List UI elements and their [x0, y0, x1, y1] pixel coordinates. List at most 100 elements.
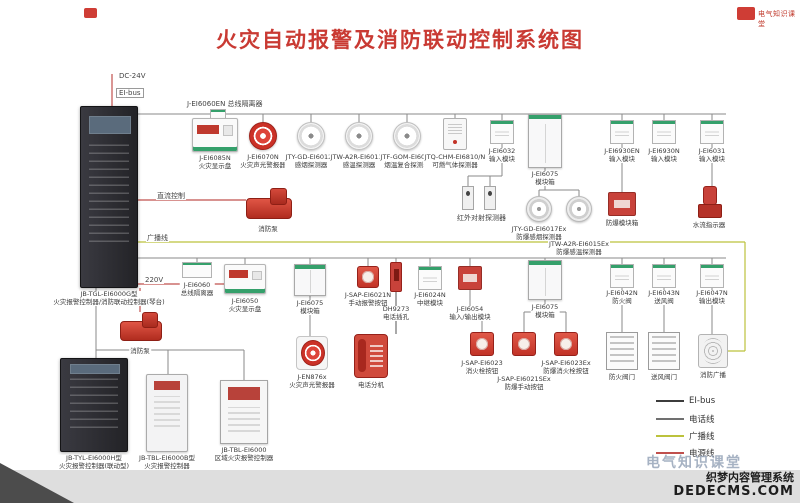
relay-module: [418, 266, 442, 290]
ir-beam-detector-1: [462, 186, 474, 210]
line-label: 220V: [144, 276, 165, 284]
module-box-1: [528, 114, 562, 168]
ex-heat-detector: [566, 196, 592, 222]
legend-line-swatch: [656, 452, 684, 454]
legend-item-4: 电源线: [656, 447, 715, 459]
main-control-cabinet-label: JB-TGL-EI6000G型火灾报警控制器/消防联动控制器(琴台): [52, 290, 166, 306]
linkage-control-cabinet: [60, 358, 128, 452]
linkage-control-cabinet-label: JB-TYL-EI6000H型火灾报警控制器(联动型): [57, 454, 131, 470]
regional-controller: [220, 380, 268, 444]
broadcast-speaker-label: 消防广播: [699, 371, 727, 380]
broadcast-speaker: [698, 334, 728, 368]
fire-pump-2-label: 消防泵: [129, 347, 151, 356]
input-module-2: [610, 120, 634, 144]
air-supply-damper-label: 送风阀门: [650, 373, 678, 382]
sounder-strobe-1: [249, 122, 277, 150]
io-module: [458, 266, 482, 290]
ir-beam-detector-2: [484, 186, 496, 210]
legend-item-3: 广播线: [656, 430, 715, 442]
legend-line-swatch: [656, 400, 684, 402]
legend-line-swatch: [656, 418, 684, 420]
water-flow-indicator-label: 水流指示器: [691, 221, 727, 230]
module-box-2: [294, 264, 326, 296]
bottom-band: [0, 470, 800, 503]
air-supply-damper: [648, 332, 680, 370]
line-label: 广播线: [146, 234, 169, 242]
line-label: J-EI6060EN 总线隔离器: [186, 100, 264, 108]
input-module-1: [490, 120, 514, 144]
legend-label: 广播线: [689, 432, 715, 442]
damper-module-2: [652, 264, 676, 288]
smoke-detector: [297, 122, 325, 150]
legend-label: EI-bus: [689, 396, 716, 406]
main-control-cabinet: [80, 106, 138, 288]
bus-isolator-2: [182, 262, 212, 278]
fire-pump-1: [246, 188, 292, 222]
watermark-cms-line2: DEDECMS.COM: [673, 484, 794, 499]
ex-hydrant-button: [554, 332, 578, 356]
fire-pump-2: [120, 312, 162, 344]
ex-module-box: [608, 192, 636, 216]
damper-module-1: [610, 264, 634, 288]
fire-pump-1-label: 消防泵: [257, 225, 279, 234]
heat-detector: [345, 122, 373, 150]
wall-mount-controller-label: JB-TBL-EI6000B型火灾报警控制器: [138, 454, 196, 470]
watermark-brand: 电气知识课堂: [646, 455, 742, 471]
input-module-4: [700, 120, 724, 144]
phone-jack: [390, 262, 402, 292]
line-label: DC-24V: [118, 72, 147, 80]
module-box-3: [528, 260, 562, 300]
fire-damper: [606, 332, 638, 370]
sounder-strobe-2: [296, 336, 328, 370]
fire-telephone-label: 电话分机: [357, 381, 385, 390]
water-flow-indicator: [696, 186, 722, 218]
fire-display-panel-2: [224, 264, 266, 294]
fire-damper-label: 防火阀门: [608, 373, 636, 382]
output-module: [700, 264, 724, 288]
gas-detector: [443, 118, 467, 150]
line-label: 红外对射探测器: [456, 214, 507, 222]
legend-label: 电话线: [689, 415, 715, 425]
ex-module-box-label: 防爆模块箱: [604, 219, 640, 228]
legend-line-swatch: [656, 435, 684, 437]
manual-call-point: [357, 266, 379, 288]
line-label: EI-bus: [116, 88, 144, 98]
input-module-3: [652, 120, 676, 144]
diagram-title: 火灾自动报警及消防联动控制系统图: [216, 28, 584, 52]
combo-detector: [393, 122, 421, 150]
line-label: 直流控制: [156, 192, 186, 200]
ex-manual-button: [512, 332, 536, 356]
hydrant-button: [470, 332, 494, 356]
legend-item-1: EI-bus: [656, 396, 715, 406]
watermark-brand-top: 电气知识课堂: [758, 10, 796, 28]
watermark-cms: 织梦内容管理系统 DEDECMS.COM: [673, 471, 794, 499]
watermark-cms-line1: 织梦内容管理系统: [706, 471, 794, 484]
fire-telephone: [354, 334, 388, 378]
legend-label: 电源线: [689, 449, 715, 459]
